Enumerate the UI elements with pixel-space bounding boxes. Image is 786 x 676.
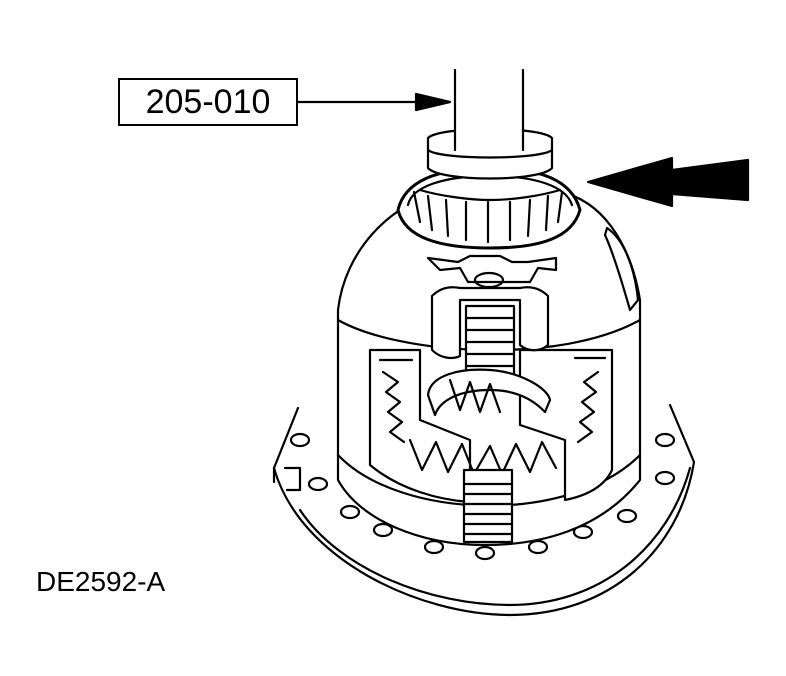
- installer-tool: [426, 68, 554, 180]
- figure-id: DE2592-A: [36, 566, 166, 597]
- center-pinion-gear: [426, 304, 552, 417]
- case-window: [368, 348, 614, 504]
- arrow-right-icon: [296, 92, 452, 112]
- tool-number-callout: 205-010: [118, 78, 298, 126]
- large-arrow-left-icon: [586, 156, 750, 208]
- threaded-shaft: [462, 468, 514, 544]
- bearing-cone: [396, 166, 582, 250]
- pinion-shaft-clip: [426, 254, 558, 360]
- tool-number-text: 205-010: [145, 82, 271, 121]
